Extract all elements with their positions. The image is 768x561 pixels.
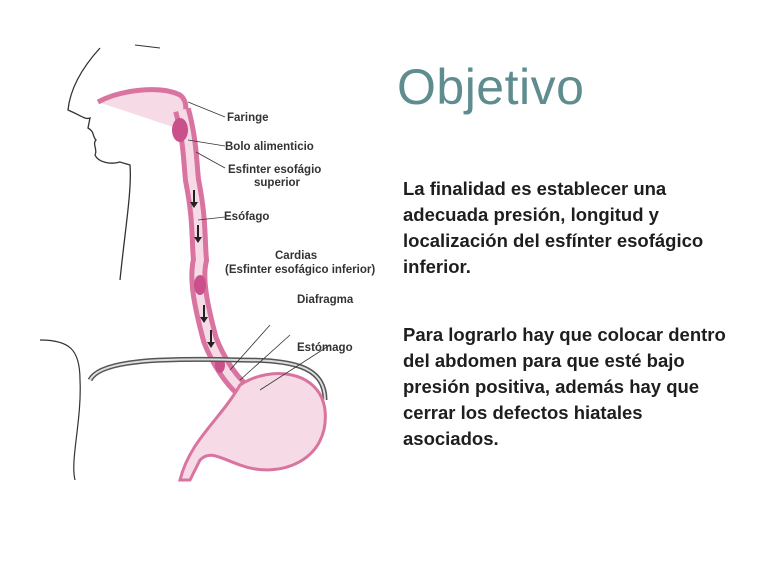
label-cardias-1: Cardias [275,250,318,262]
label-bolo-alimenticio: Bolo alimenticio [225,141,314,153]
paragraph-method: Para lograrlo hay que colocar dentro del… [403,324,726,449]
label-diafragma: Diafragma [297,294,354,306]
label-cardias-2: (Esfinter esofágico inferior) [225,264,376,276]
esophagus-illustration [39,44,331,482]
label-esfinter-superior-1: Esfinter esofágio [228,164,322,176]
label-esfinter-superior-2: superior [254,177,301,189]
label-esofago: Esófago [224,211,270,223]
slide-title: Objetivo [397,59,585,115]
paragraph-objective: La finalidad es establecer una adecuada … [403,178,704,277]
anatomy-diagram: Faringe Bolo alimenticio Esfinter esofág… [39,40,400,490]
label-faringe: Faringe [227,112,269,124]
label-estomago: Estómago [297,342,353,354]
